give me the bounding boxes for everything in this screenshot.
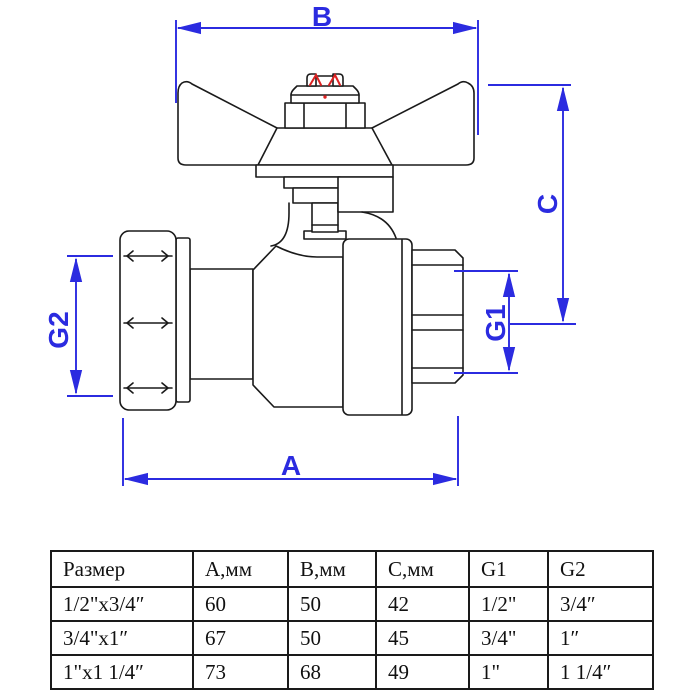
table-header-cell: Размер	[50, 550, 194, 588]
table-cell: 50	[287, 620, 377, 656]
dimension-label-b: B	[312, 1, 332, 32]
gland-step-1	[283, 176, 341, 189]
thread-lines	[411, 264, 464, 369]
red-detail-marks	[309, 72, 341, 86]
table-cell: 1/2"x3/4″	[50, 586, 194, 622]
dim-g2-extension-lines	[67, 255, 113, 397]
handle-hex-nut	[284, 102, 366, 129]
dimension-label-a: A	[281, 450, 301, 481]
union-nut-facet-lines	[123, 255, 173, 389]
neck-fillets	[270, 202, 397, 247]
dim-a-extension-lines	[122, 416, 459, 486]
dimension-label-c: C	[532, 194, 563, 214]
table-cell: 45	[375, 620, 470, 656]
table-cell: 42	[375, 586, 470, 622]
table-row: 3/4"x1″ 67 50 45 3/4" 1″	[50, 620, 654, 656]
table-row: 1/2"x3/4″ 60 50 42 1/2" 3/4″	[50, 586, 654, 622]
table-cell: 1″	[547, 620, 654, 656]
table-cell: 67	[192, 620, 289, 656]
table-cell: 68	[287, 654, 377, 690]
table-row: 1"x1 1/4″ 73 68 49 1" 1 1/4″	[50, 654, 654, 690]
spec-table: Размер А,мм В,мм С,мм G1 G2 1/2"x3/4″ 60…	[50, 550, 654, 690]
dim-b-extension-lines	[175, 20, 479, 135]
hub-block	[337, 176, 394, 213]
valve-handle-group	[177, 72, 475, 247]
red-center-dot	[323, 95, 327, 99]
dim-c-extension-lines	[488, 84, 576, 325]
body-left-section	[252, 245, 344, 408]
table-cell: 1 1/4″	[547, 654, 654, 690]
handle-left-wing	[177, 80, 278, 166]
table-header-row: Размер А,мм В,мм С,мм G1 G2	[50, 550, 654, 588]
table-cell: 1"x1 1/4″	[50, 654, 194, 690]
handle-right-wing	[371, 80, 475, 166]
table-header-cell: В,мм	[287, 550, 377, 588]
handle-hex-nut-facets	[303, 102, 347, 129]
table-cell: 3/4″	[547, 586, 654, 622]
threaded-end	[411, 249, 464, 384]
table-cell: 3/4"x1″	[50, 620, 194, 656]
table-header-cell: С,мм	[375, 550, 470, 588]
union-nut	[119, 230, 177, 411]
union-nut-facet-chevrons	[126, 250, 169, 394]
table-cell: 3/4"	[468, 620, 549, 656]
table-cell: 73	[192, 654, 289, 690]
tailpiece-tube	[189, 268, 254, 380]
dimension-label-g1: G1	[480, 304, 511, 341]
dimension-group: B C G1 G2 A	[43, 1, 576, 486]
table-cell: 49	[375, 654, 470, 690]
table-cell: 1"	[468, 654, 549, 690]
stem-flat	[311, 202, 339, 233]
table-header-cell: G1	[468, 550, 549, 588]
table-cell: 1/2"	[468, 586, 549, 622]
table-cell: 50	[287, 586, 377, 622]
handle-hub-skirt	[257, 127, 393, 166]
handle-base-plate	[255, 164, 394, 178]
table-header-cell: G2	[547, 550, 654, 588]
dim-g1-extension-lines	[454, 270, 518, 374]
gland-step-2	[292, 187, 341, 204]
table-header-cell: А,мм	[192, 550, 289, 588]
valve-body-group	[119, 230, 464, 416]
union-nut-flange	[175, 237, 191, 403]
dimension-label-g2: G2	[43, 311, 74, 348]
table-cell: 60	[192, 586, 289, 622]
valve-drawing: B C G1 G2 A	[43, 1, 576, 486]
